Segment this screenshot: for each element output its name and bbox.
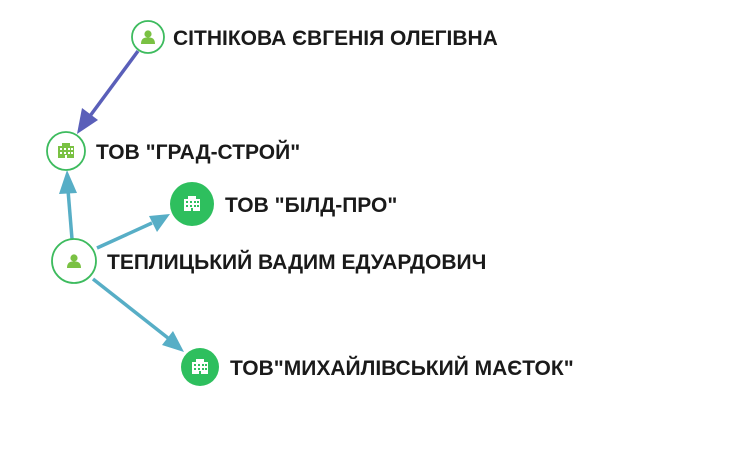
node-teplytskyi[interactable]: ТЕПЛИЦЬКИЙ ВАДИМ ЕДУАРДОВИЧ bbox=[51, 238, 486, 284]
edge-teplytskyi-grad[interactable] bbox=[59, 170, 77, 240]
arrowhead-icon bbox=[77, 108, 98, 134]
node-label: СІТНІКОВА ЄВГЕНІЯ ОЛЕГІВНА bbox=[173, 27, 498, 50]
node-label: ТОВ "ГРАД-СТРОЙ" bbox=[96, 140, 300, 164]
arrowhead-icon bbox=[162, 331, 184, 352]
edge-teplytskyi-mykhailivskyi[interactable] bbox=[91, 277, 184, 352]
node-sitnikova[interactable]: СІТНІКОВА ЄВГЕНІЯ ОЛЕГІВНА bbox=[131, 20, 498, 54]
edge-teplytskyi-bild[interactable] bbox=[96, 214, 170, 250]
node-bild-pro[interactable]: ТОВ "БІЛД-ПРО" bbox=[170, 182, 397, 226]
node-label: ТОВ"МИХАЙЛІВСЬКИЙ МАЄТОК" bbox=[230, 356, 574, 380]
node-mykhailivskyi[interactable]: ТОВ"МИХАЙЛІВСЬКИЙ МАЄТОК" bbox=[181, 348, 574, 386]
edge-sitnikova-grad[interactable] bbox=[77, 49, 140, 134]
node-label: ТОВ "БІЛД-ПРО" bbox=[225, 194, 397, 217]
node-label: ТЕПЛИЦЬКИЙ ВАДИМ ЕДУАРДОВИЧ bbox=[107, 250, 486, 274]
node-grad-stroy[interactable]: ТОВ "ГРАД-СТРОЙ" bbox=[46, 131, 300, 171]
arrowhead-icon bbox=[59, 170, 77, 194]
arrowhead-icon bbox=[149, 214, 170, 232]
